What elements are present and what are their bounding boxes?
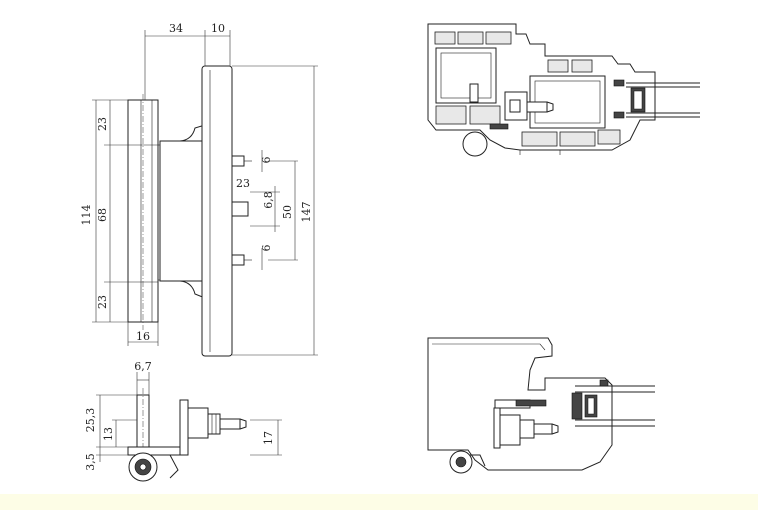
roller-top	[462, 131, 488, 157]
dim-17: 17	[262, 431, 275, 445]
dim-23-top: 23	[96, 117, 109, 131]
side-flange	[179, 399, 189, 456]
pin-top	[231, 155, 245, 167]
hinge-housing-bottom	[499, 414, 521, 446]
dim-6-8: 6,8	[262, 191, 275, 209]
dim-3-5: 3,5	[84, 453, 97, 471]
dim-34: 34	[169, 22, 183, 35]
side-base-plate	[127, 446, 184, 456]
frame-outline	[427, 337, 613, 471]
profile-section-bottom	[427, 337, 655, 474]
side-view: 6,7 25,3 13 17 3,5	[84, 360, 282, 482]
dim-10: 10	[211, 22, 225, 35]
dim-23-bottom: 23	[96, 295, 109, 309]
dim-16: 16	[136, 330, 150, 343]
dim-6-bottom: 6	[260, 245, 273, 252]
chamber	[434, 31, 456, 45]
hinge-barrel	[127, 99, 159, 323]
dim-114: 114	[80, 205, 93, 226]
front-view: 34 10 114 68 23 23 147 50 23 6 6,8 6 16	[80, 22, 318, 357]
side-housing	[187, 407, 209, 439]
steel-reinforcement	[435, 47, 497, 104]
profile-section-top	[427, 23, 700, 157]
dim-147: 147	[300, 202, 313, 223]
frame-profile	[427, 23, 656, 151]
dim-6-top: 6	[260, 157, 273, 164]
mounting-plate	[201, 65, 233, 357]
dim-50: 50	[281, 205, 294, 219]
dim-25-3: 25,3	[84, 408, 97, 433]
dim-6-7: 6,7	[134, 360, 152, 373]
dim-23-pin: 23	[236, 177, 250, 190]
dim-68: 68	[96, 208, 109, 222]
pin-bottom	[231, 254, 245, 266]
footer-band	[0, 494, 758, 510]
hinge-block	[159, 140, 203, 282]
side-pin	[219, 418, 241, 430]
pin-middle	[231, 201, 249, 217]
dim-13: 13	[102, 427, 115, 441]
side-nut	[207, 413, 221, 435]
